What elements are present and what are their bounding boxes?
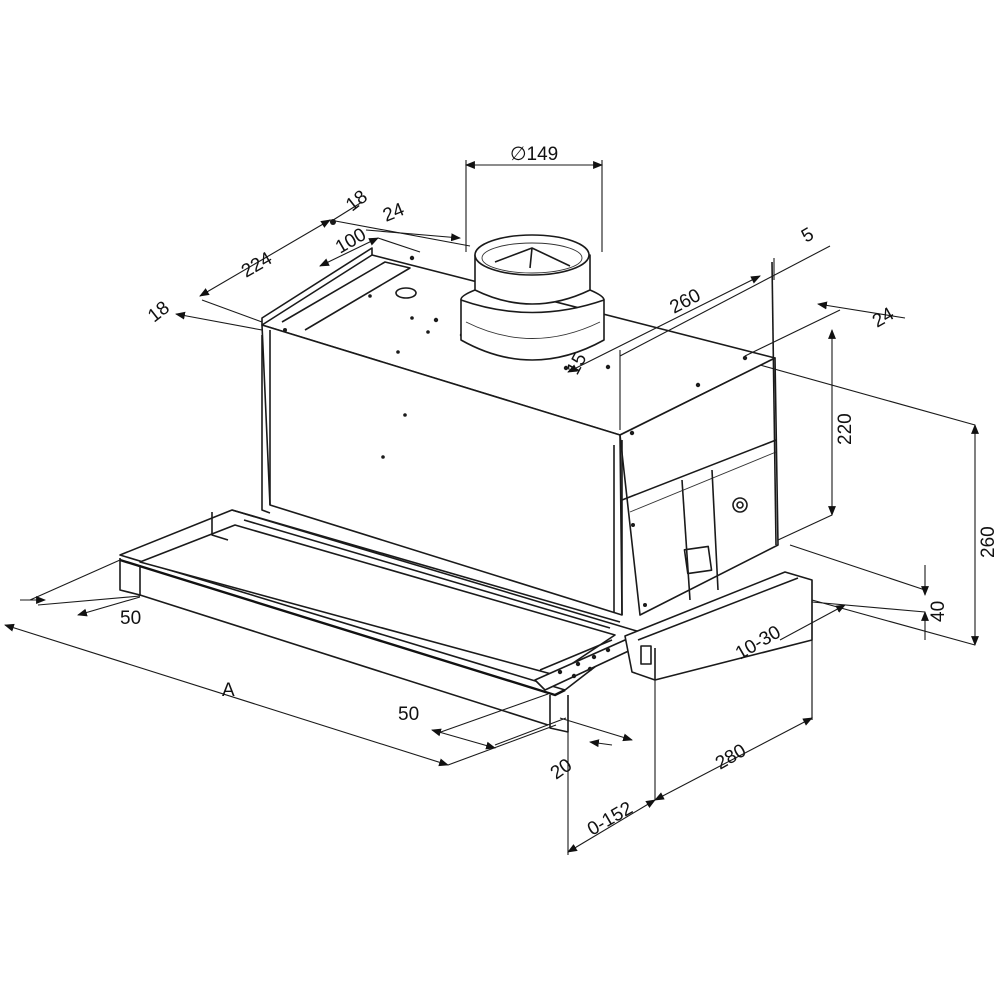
visor-rear-rail xyxy=(231,509,621,623)
dim-height-220: 220 xyxy=(835,413,856,445)
visor-front-edge xyxy=(119,558,566,697)
hood-side-face xyxy=(619,357,779,616)
dim-front-50-left: 50 xyxy=(120,608,141,629)
visor-left-end xyxy=(119,558,141,596)
dim-duct-diameter: ∅149 xyxy=(510,144,558,165)
dimension-lines xyxy=(4,160,979,855)
rear-bracket xyxy=(281,261,411,331)
dim-top-5: 5 xyxy=(798,224,818,247)
dim-front-20: 20 xyxy=(547,755,576,784)
dim-top-224: 224 xyxy=(238,248,276,282)
side-panel-line xyxy=(621,439,777,501)
rear-hole xyxy=(395,287,417,299)
dim-height-260: 260 xyxy=(978,526,999,558)
dim-front-50-right: 50 xyxy=(398,704,419,725)
visor-catch xyxy=(640,645,652,665)
dim-width-a: A xyxy=(222,680,235,701)
dim-depth-280: 280 xyxy=(712,740,750,774)
dim-top-24: 24 xyxy=(380,199,408,227)
rear-reference-line xyxy=(771,261,777,546)
visor-tray xyxy=(119,509,813,733)
backdraft-flap xyxy=(494,247,571,269)
control-rail-right xyxy=(711,469,719,591)
left-flange xyxy=(261,335,271,514)
cable-entry-icon xyxy=(732,497,748,513)
control-switch xyxy=(683,545,713,575)
visor-right-end xyxy=(549,695,569,733)
dim-extension-0-152: 0-152 xyxy=(584,798,637,840)
dim-top-260: 260 xyxy=(666,285,704,318)
bracket-slots xyxy=(557,647,611,679)
control-rail-left xyxy=(681,479,691,601)
visor-rear-left xyxy=(211,512,229,541)
dim-height-40: 40 xyxy=(928,601,949,622)
side-panel-line-2 xyxy=(629,451,777,513)
dim-right-24: 24 xyxy=(869,303,898,332)
dim-left-18: 18 xyxy=(144,297,174,327)
hood-body xyxy=(261,247,779,616)
